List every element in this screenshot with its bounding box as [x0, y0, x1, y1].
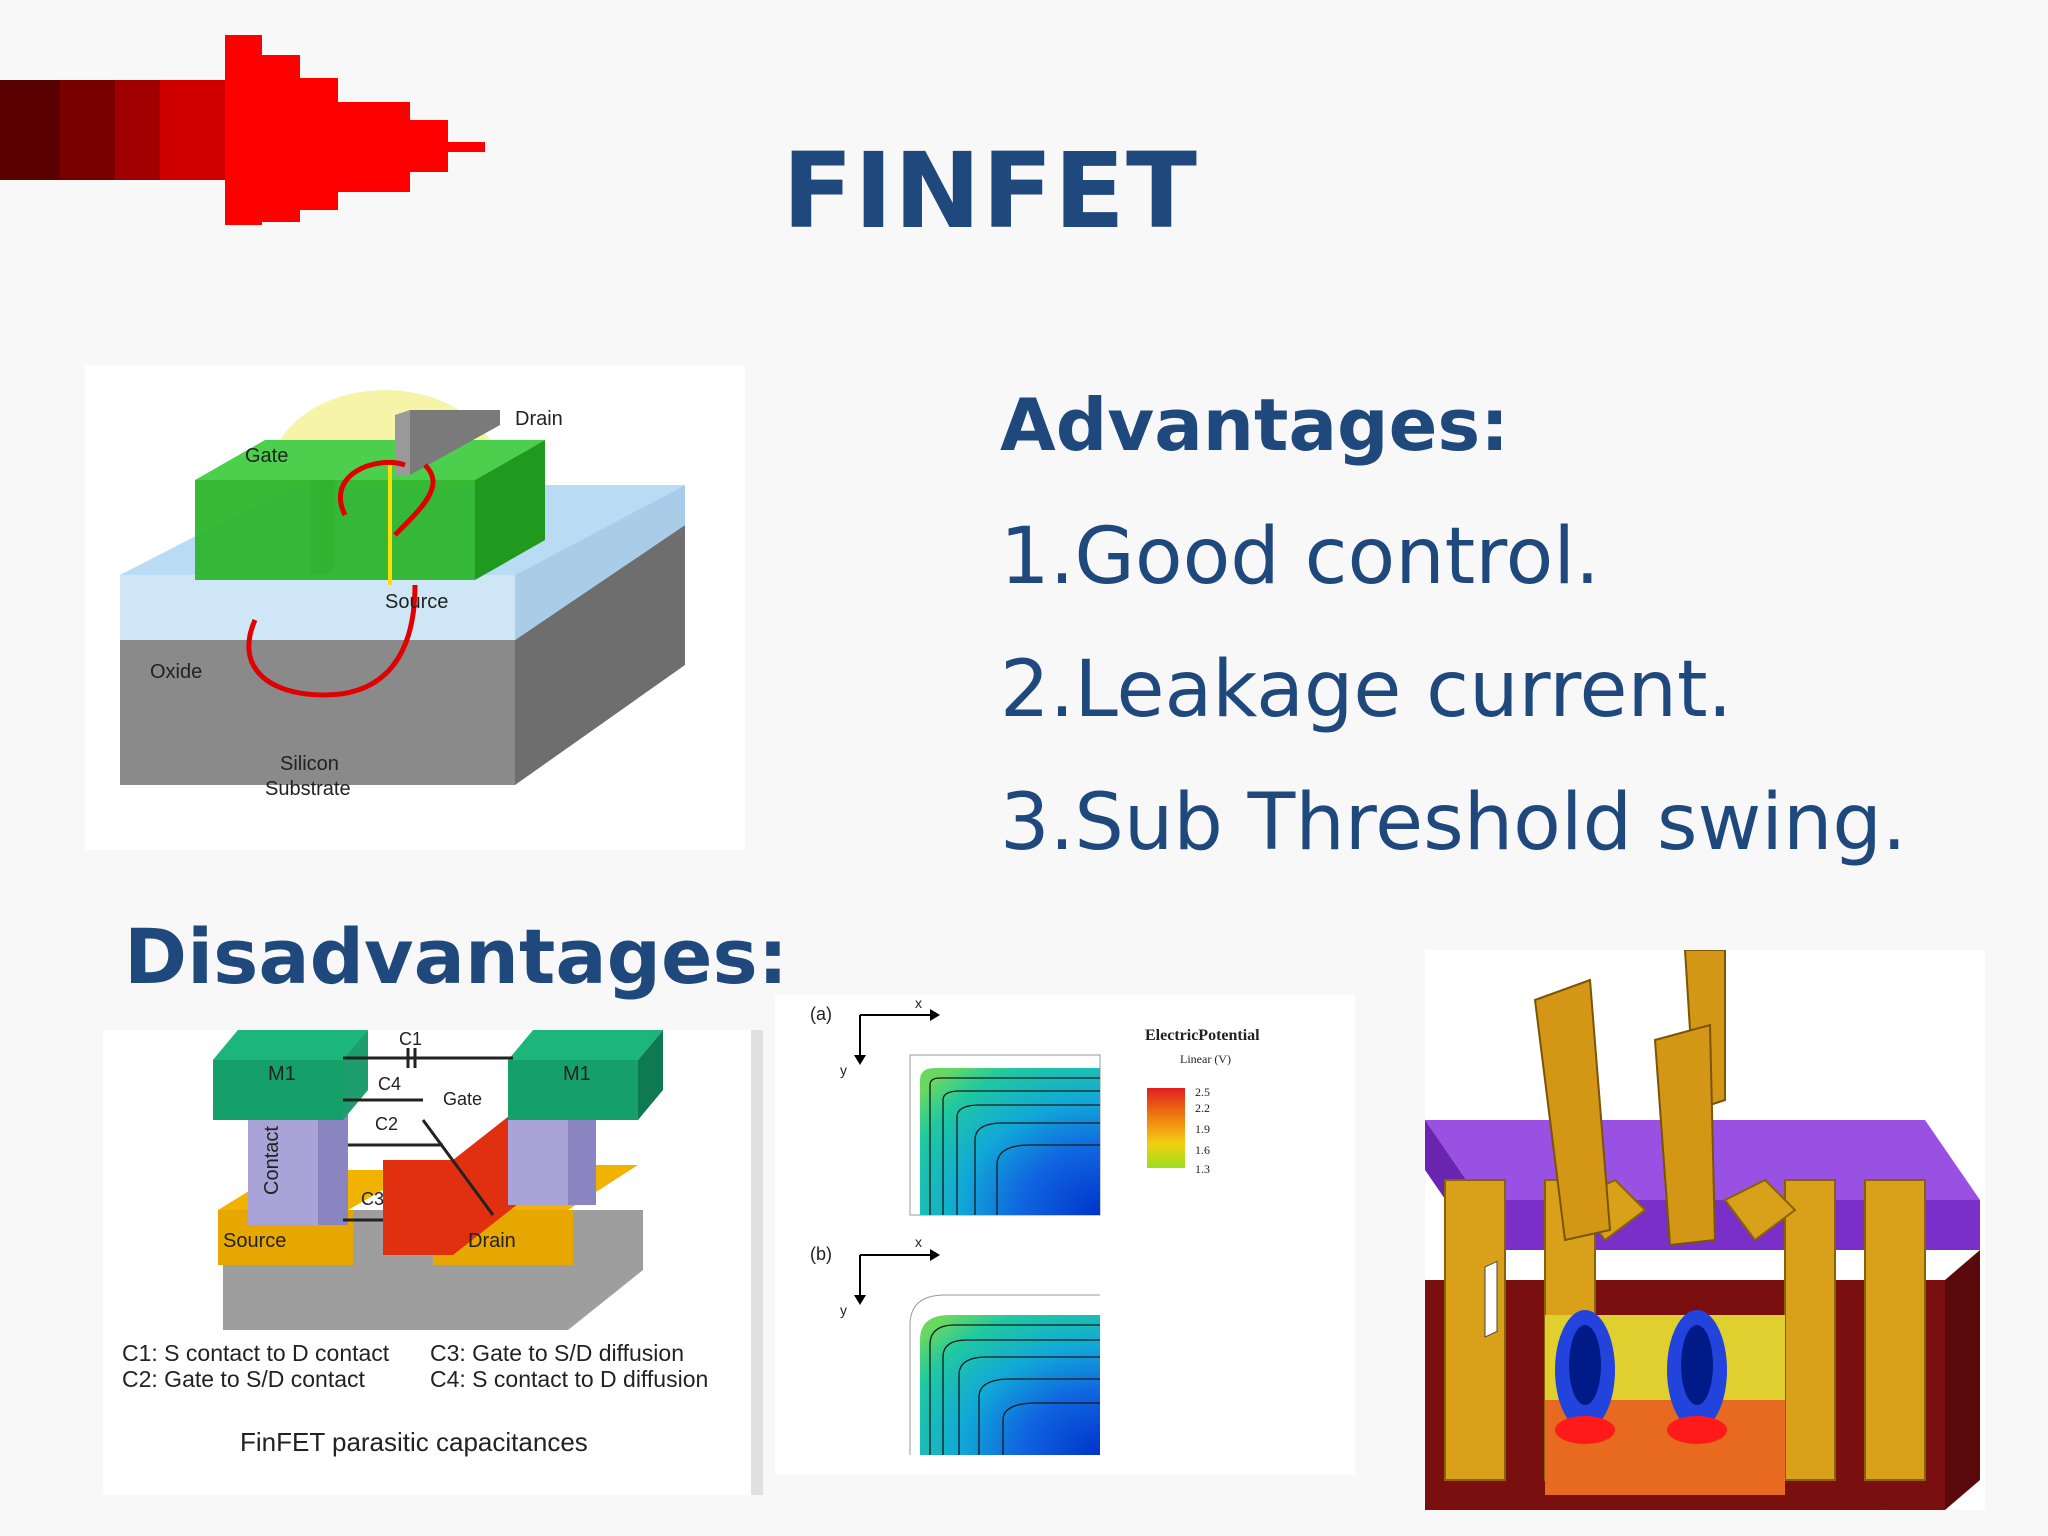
advantages-heading: Advantages:	[1000, 383, 1510, 467]
gate-label: Gate	[245, 445, 288, 467]
c2-label: C2	[375, 1114, 398, 1134]
m1-right-label: M1	[563, 1063, 591, 1085]
c3-label: C3	[361, 1189, 384, 1209]
substrate-label: Silicon	[280, 753, 339, 775]
substrate-label: Substrate	[265, 778, 351, 800]
parasitic-capacitance-diagram: M1 M1 C1 C4 C2 C3 Gate Source Drain Cont…	[103, 1030, 763, 1495]
legend-c3: C3: Gate to S/D diffusion	[430, 1340, 684, 1366]
arrow-logo	[0, 35, 485, 225]
disadvantages-heading: Disadvantages:	[124, 912, 789, 1001]
finfet-3d-simulation-render	[1425, 950, 1985, 1510]
legend-value: 2.2	[1195, 1101, 1210, 1115]
finfet-structure-diagram: Gate Drain Source Oxide Silicon Substrat…	[85, 365, 745, 850]
capacitance-caption: FinFET parasitic capacitances	[240, 1427, 588, 1457]
axis-x-label: x	[915, 995, 922, 1011]
gate-label: Gate	[443, 1089, 482, 1109]
legend-c1: C1: S contact to D contact	[122, 1340, 390, 1366]
legend-title: ElectricPotential	[1145, 1027, 1260, 1044]
legend-c2: C2: Gate to S/D contact	[122, 1366, 365, 1392]
slide-title: FINFET	[782, 130, 1198, 252]
panel-b-label: (b)	[810, 1244, 832, 1264]
advantage-item: 2.Leakage current.	[1000, 645, 1733, 735]
m1-left-label: M1	[268, 1063, 296, 1085]
source-label: Source	[223, 1230, 286, 1252]
legend-value: 1.6	[1195, 1143, 1210, 1157]
axis-y-label: y	[840, 1062, 847, 1078]
c1-label: C1	[399, 1030, 422, 1049]
legend-value: 1.3	[1195, 1162, 1210, 1176]
electric-potential-plot: (a) x y (b) x y ElectricPotential Linear…	[775, 995, 1355, 1475]
advantage-item: 1.Good control.	[1000, 512, 1600, 602]
source-label: Source	[385, 591, 448, 613]
drain-label: Drain	[515, 408, 563, 430]
legend-c4: C4: S contact to D diffusion	[430, 1366, 709, 1392]
legend-unit: Linear (V)	[1180, 1052, 1231, 1066]
contact-label: Contact	[261, 1126, 283, 1195]
axis-y-label: y	[840, 1302, 847, 1318]
advantage-item: 3.Sub Threshold swing.	[1000, 778, 1907, 868]
oxide-label: Oxide	[150, 661, 202, 683]
c4-label: C4	[378, 1074, 401, 1094]
legend-value: 1.9	[1195, 1122, 1210, 1136]
panel-a-label: (a)	[810, 1004, 832, 1024]
axis-x-label: x	[915, 1234, 922, 1250]
drain-label: Drain	[468, 1230, 516, 1252]
legend-value: 2.5	[1195, 1085, 1210, 1099]
